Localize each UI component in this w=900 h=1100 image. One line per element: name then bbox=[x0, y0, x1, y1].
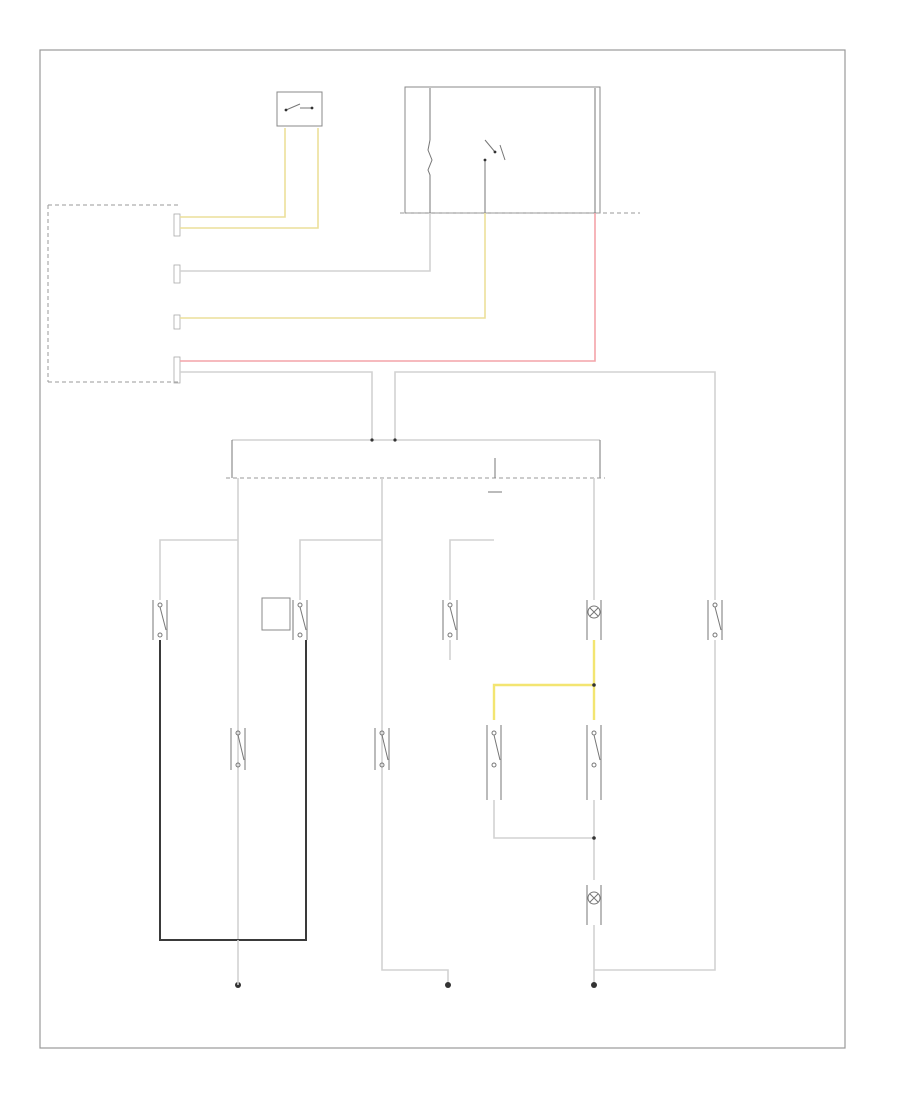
wire-junction-to-right-branch bbox=[394, 371, 716, 600]
switch-8 bbox=[486, 725, 502, 800]
lamp-1 bbox=[586, 600, 602, 640]
wire-bcm-to-switch-b bbox=[180, 128, 319, 229]
wire-yellow-bridge bbox=[492, 640, 596, 720]
ground-middle bbox=[445, 982, 451, 988]
wire-bcm-to-switch-a bbox=[180, 128, 286, 218]
wire-branch-switch-1 bbox=[159, 539, 238, 600]
switch-1 bbox=[152, 600, 168, 640]
switch-9 bbox=[586, 725, 602, 800]
switch-5 bbox=[707, 600, 723, 640]
wire-right-return bbox=[594, 640, 716, 971]
switch-2 bbox=[261, 597, 308, 640]
wire-bcm-to-relay-yellow bbox=[180, 213, 486, 319]
ground-right bbox=[591, 982, 597, 988]
fuse-relay-box bbox=[400, 86, 640, 214]
wire-bcm-to-fuse-gray bbox=[180, 213, 431, 272]
wire-branch-switch-3 bbox=[449, 539, 494, 600]
wire-switch-8-return bbox=[493, 800, 594, 839]
switch-7 bbox=[374, 728, 390, 770]
junction-block bbox=[226, 430, 605, 493]
diagram-frame bbox=[39, 49, 846, 1049]
body-control-module bbox=[47, 204, 181, 384]
lamp-2 bbox=[586, 885, 602, 925]
top-switch bbox=[276, 91, 323, 127]
wire-drop-2 bbox=[381, 478, 449, 985]
switch-3 bbox=[442, 600, 458, 640]
wire-bcm-to-junction-left bbox=[180, 371, 373, 430]
wire-black-loop bbox=[159, 640, 307, 941]
wire-branch-switch-2 bbox=[299, 539, 382, 600]
switch-6 bbox=[230, 728, 246, 770]
wire-bcm-to-fuse-red bbox=[180, 213, 596, 362]
